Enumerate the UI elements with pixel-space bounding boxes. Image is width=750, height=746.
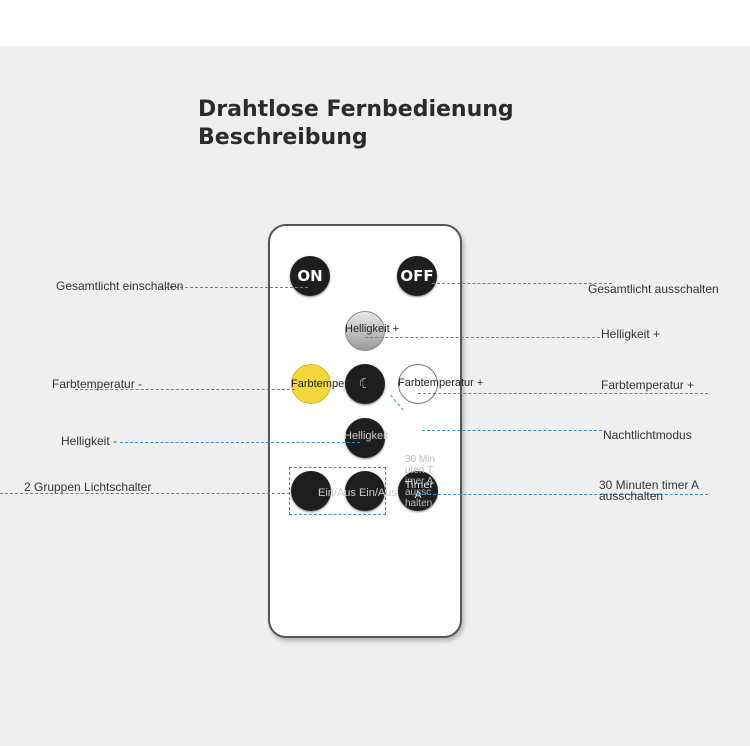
brightness-up-button[interactable] [345,311,385,351]
leader-line-on [160,287,308,288]
leader-line-brightness-down [120,442,360,443]
leader-line-group-switch [0,493,290,494]
group-1-switch-button[interactable] [291,471,331,511]
group-switch-button-label: Ein/Aus Ein/Aus [318,487,397,499]
timer-stacked-text: 30 Minuten Timer A ausschalten [405,454,436,509]
timer-button[interactable]: Timer A [398,471,438,511]
group-2-switch-button[interactable] [345,471,385,511]
off-button[interactable]: OFF [397,256,437,296]
on-button[interactable]: ON [290,256,330,296]
color-temp-down-button[interactable] [291,364,331,404]
label-brightness-up: Helligkeit + [601,327,661,341]
on-button-label: ON [297,267,323,285]
timer-button-label: Timer A [405,480,434,501]
label-color-temp-up: Farbtemperatur + [601,378,695,392]
group-switch-highlight [289,467,386,515]
color-temp-up-button-label: Farbtemperatur + [398,377,484,389]
leader-line-color-temp-up [418,393,708,394]
label-timer: 30 Minuten timer A ausschalten [599,478,699,503]
color-temp-down-button-label: Farbtemperatur - [291,378,374,390]
brightness-up-button-label: Helligkeit + [345,323,400,335]
color-temp-up-button[interactable] [398,364,438,404]
night-mode-button[interactable]: ☾ [345,364,385,404]
brightness-down-button-label: Helligkeit [344,430,389,442]
label-group-switch: 2 Gruppen Lichtschalter [24,480,152,494]
moon-icon: ☾ [358,376,372,392]
label-all-on: Gesamtlicht einschalten [56,279,184,293]
leader-line-timer [418,494,708,495]
label-brightness-down: Helligkeit - [61,434,118,448]
page-title: Drahtlose Fernbedienung Beschreibung [198,97,514,150]
label-color-temp-down: Farbtemperatur - [52,377,143,391]
off-button-label: OFF [400,267,434,285]
brightness-down-button[interactable] [345,418,385,458]
leader-line-off [432,283,612,284]
leader-line-night-mode [422,430,602,431]
leader-line-color-temp-down [75,389,295,390]
label-all-off: Gesamtlicht ausschalten [588,282,719,296]
leader-line-brightness-up [365,337,600,338]
label-night-mode: Nachtlichtmodus [603,428,692,442]
